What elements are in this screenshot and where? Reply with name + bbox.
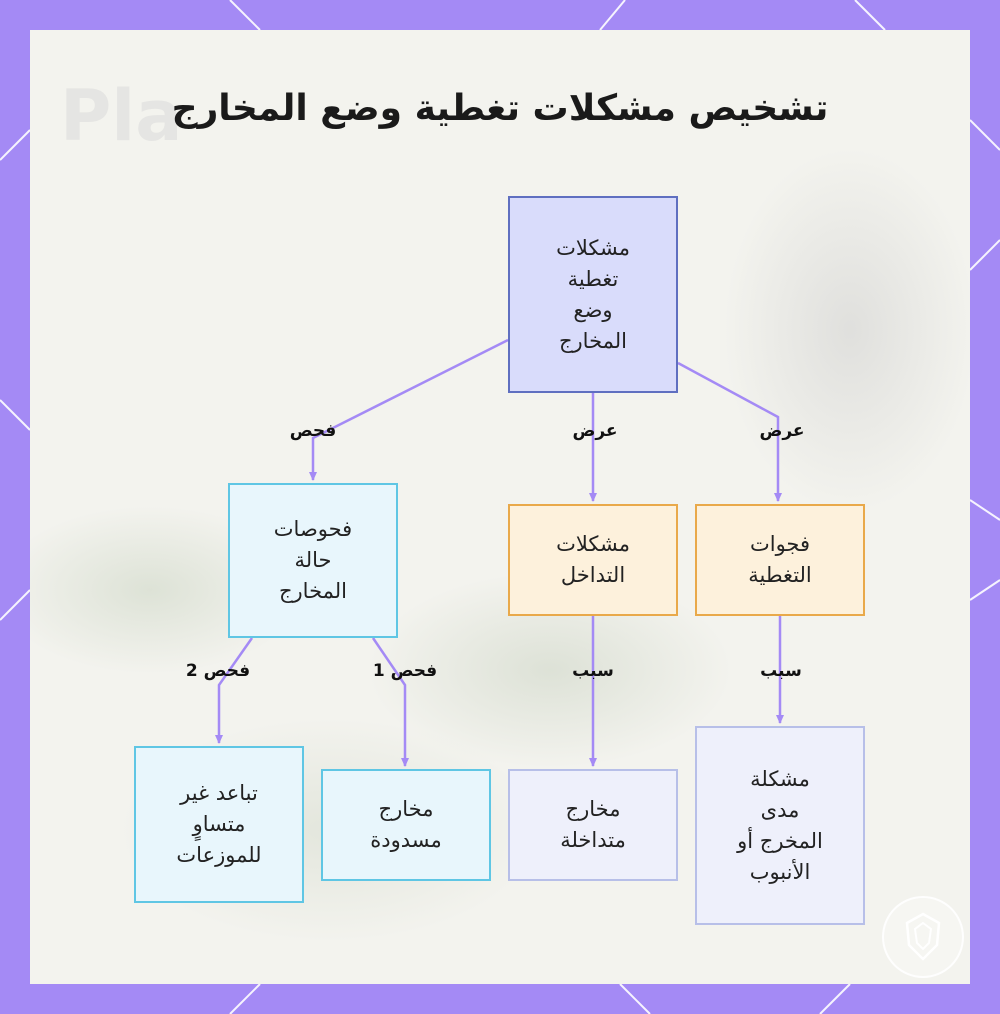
edge-label-checks-to-blocked: فحص 1	[372, 661, 438, 681]
node-blocked-outlets-label: مخارج مسدودة	[370, 797, 442, 852]
node-overlap-problems: مشكلات التداخل	[508, 504, 678, 616]
edge-label-overlap-to-overlapping: سبب	[572, 661, 614, 681]
edge-checks-to-uneven	[215, 637, 254, 744]
node-overlap-problems-label: مشكلات التداخل	[556, 532, 630, 587]
edge-checks-to-blocked	[371, 637, 409, 767]
edge-root-to-checks	[309, 338, 509, 481]
connector-lines	[215, 338, 784, 767]
node-overlapping-outlets: مخارج متداخلة	[508, 769, 678, 881]
edge-label-checks-to-uneven: فحص 2	[185, 661, 251, 681]
node-coverage-gaps: فجوات التغطية	[695, 504, 865, 616]
edge-root-to-gaps	[677, 361, 782, 502]
edge-label-gaps-to-range: سبب	[760, 661, 802, 681]
node-coverage-gaps-label: فجوات التغطية	[748, 532, 812, 587]
node-outlet-checks-label: فحوصات حالة المخارج	[273, 517, 353, 603]
node-root: مشكلات تغطية وضع المخارج	[508, 196, 678, 393]
node-blocked-outlets: مخارج مسدودة	[321, 769, 491, 881]
edge-label-root-to-checks: فحص	[289, 421, 337, 441]
shield-emblem-icon	[882, 896, 964, 978]
node-outlet-checks: فحوصات حالة المخارج	[228, 483, 398, 638]
diagram-panel: Pla تشخيص مشكلات تغطية وضع المخارج مشكلا…	[30, 30, 970, 984]
node-overlapping-outlets-label: مخارج متداخلة	[560, 797, 626, 852]
edge-label-root-to-gaps: عرض	[759, 421, 805, 441]
node-uneven-spacing: تباعد غير متساوٍ للموزعات	[134, 746, 304, 903]
node-range-problem-label: مشكلة مدى المخرج أو الأنبوب	[737, 766, 823, 884]
diagram-title: تشخيص مشكلات تغطية وضع المخارج	[171, 88, 829, 129]
node-root-label: مشكلات تغطية وضع المخارج	[556, 235, 630, 353]
background-sign-text: Pla	[60, 75, 183, 157]
node-range-problem: مشكلة مدى المخرج أو الأنبوب	[695, 726, 865, 925]
node-uneven-spacing-label: تباعد غير متساوٍ للموزعات	[176, 781, 262, 867]
edge-label-root-to-overlap: عرض	[572, 421, 618, 441]
